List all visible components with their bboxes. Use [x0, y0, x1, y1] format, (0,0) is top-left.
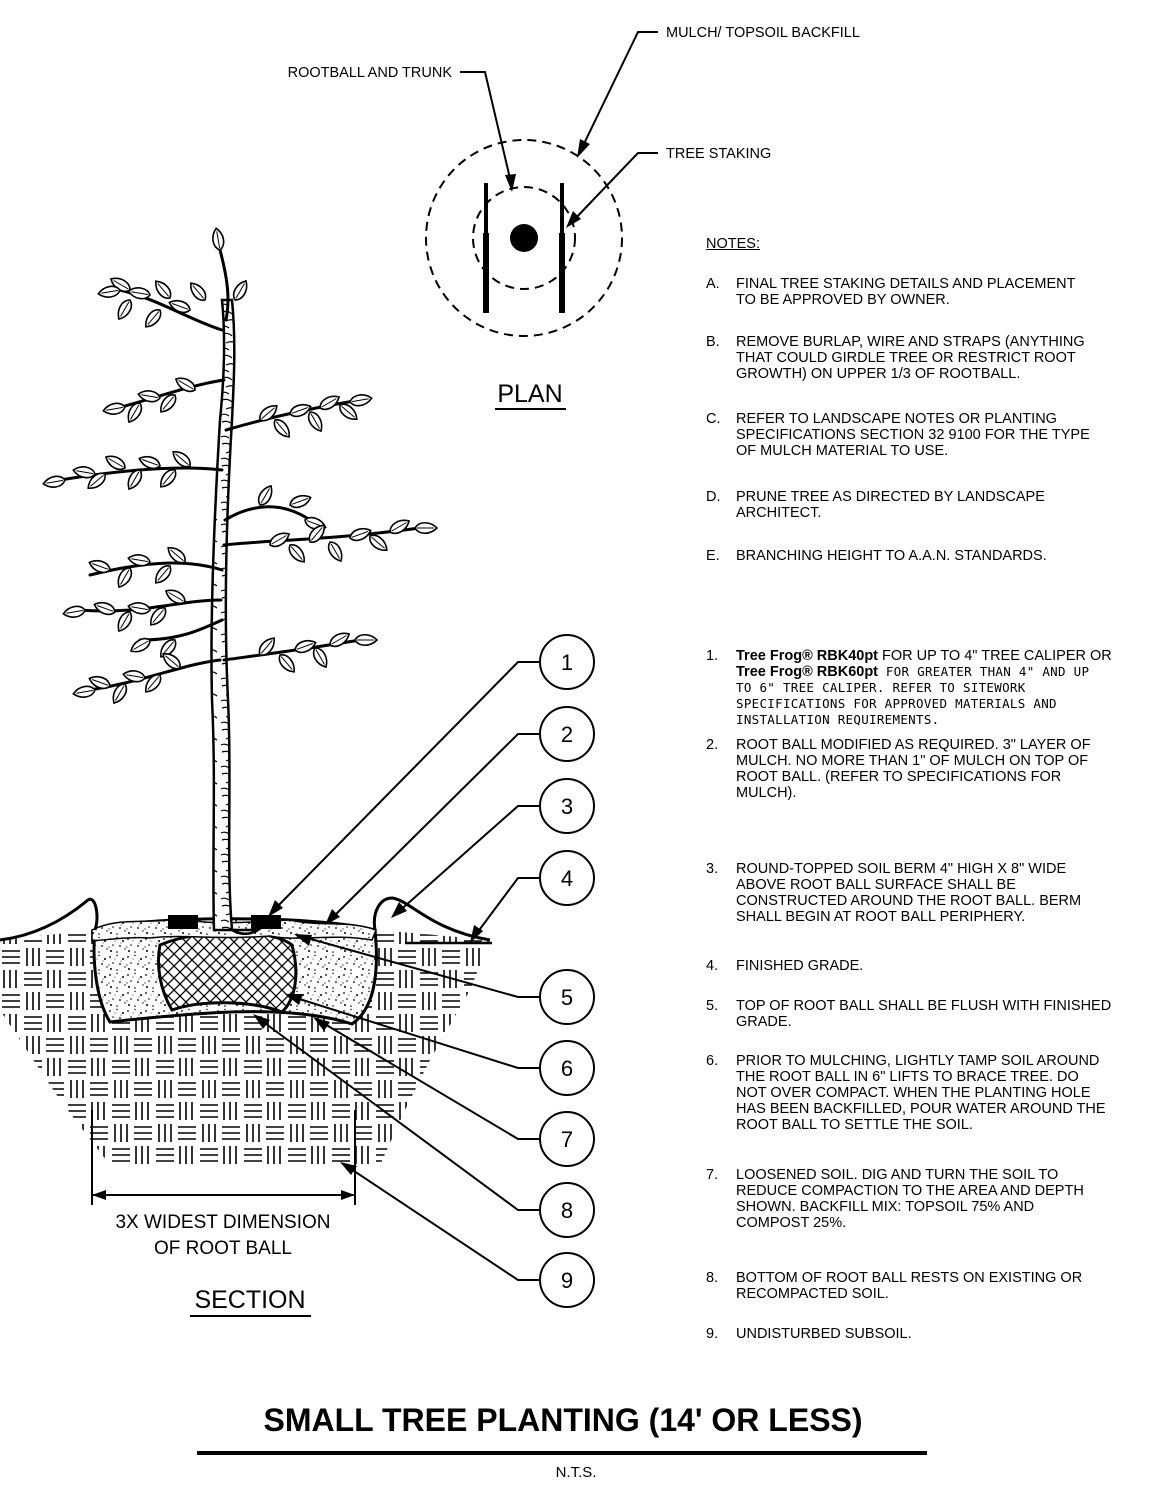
- tree-trunk: [210, 298, 263, 935]
- note-1: 1. Tree Frog® RBK40pt FOR UP TO 4" TREE …: [706, 648, 1112, 728]
- plan-callout-mulch: MULCH/ TOPSOIL BACKFILL: [666, 25, 860, 41]
- section-view: [0, 226, 492, 1205]
- note-key: 5.: [706, 998, 719, 1014]
- dimension-label-line2: OF ROOT BALL: [154, 1238, 292, 1259]
- root-ball: [157, 930, 298, 1014]
- note-text: FINISHED GRADE.: [736, 958, 864, 974]
- note-key: B.: [706, 334, 720, 350]
- note-c: C. REFER TO LANDSCAPE NOTES OR PLANTING …: [706, 411, 1090, 459]
- note-d: D. PRUNE TREE AS DIRECTED BY LANDSCAPE A…: [706, 489, 1045, 521]
- callout-number-3: 3: [561, 794, 573, 819]
- note-text: REMOVE BURLAP, WIRE AND STRAPS (ANYTHING…: [736, 334, 1085, 382]
- note-key: 8.: [706, 1270, 719, 1286]
- tree-stakes: [483, 183, 565, 313]
- note-key: D.: [706, 489, 721, 505]
- note-text: LOOSENED SOIL. DIG AND TURN THE SOIL TO …: [736, 1167, 1084, 1231]
- note-a: A. FINAL TREE STAKING DETAILS AND PLACEM…: [706, 276, 1075, 308]
- trunk-dot: [510, 224, 538, 252]
- note-text: BOTTOM OF ROOT BALL RESTS ON EXISTING OR…: [736, 1270, 1083, 1302]
- note-key: 2.: [706, 737, 719, 753]
- callout-number-5: 5: [561, 985, 573, 1010]
- note-2: 2. ROOT BALL MODIFIED AS REQUIRED. 3" LA…: [706, 737, 1091, 801]
- callout-number-1: 1: [561, 650, 573, 675]
- note-key: 7.: [706, 1167, 719, 1183]
- note-5: 5. TOP OF ROOT BALL SHALL BE FLUSH WITH …: [706, 998, 1111, 1030]
- note-text: ROOT BALL MODIFIED AS REQUIRED. 3" LAYER…: [736, 737, 1091, 801]
- note-key: 1.: [706, 648, 719, 664]
- note-text: REFER TO LANDSCAPE NOTES OR PLANTING SPE…: [736, 411, 1090, 459]
- note-key: 9.: [706, 1326, 719, 1342]
- note-text: Tree Frog® RBK40pt FOR UP TO 4" TREE CAL…: [736, 648, 1112, 728]
- note-key: A.: [706, 276, 720, 292]
- note-text: ROUND-TOPPED SOIL BERM 4" HIGH X 8" WIDE…: [736, 861, 1082, 925]
- dimension-label-line1: 3X WIDEST DIMENSION: [115, 1212, 330, 1233]
- callout-number-4: 4: [561, 866, 573, 891]
- plan-callout-rootball: ROOTBALL AND TRUNK: [288, 65, 453, 81]
- note-3: 3. ROUND-TOPPED SOIL BERM 4" HIGH X 8" W…: [706, 861, 1081, 925]
- finished-grade-line: [0, 896, 491, 942]
- note-text: PRIOR TO MULCHING, LIGHTLY TAMP SOIL ARO…: [736, 1053, 1106, 1133]
- note-text: TOP OF ROOT BALL SHALL BE FLUSH WITH FIN…: [736, 998, 1112, 1030]
- staking-anchor-left: [168, 915, 198, 929]
- note-7: 7. LOOSENED SOIL. DIG AND TURN THE SOIL …: [706, 1167, 1084, 1231]
- note-4: 4. FINISHED GRADE.: [706, 958, 863, 974]
- product-name-rbk40: Tree Frog® RBK40pt: [736, 648, 879, 664]
- note-6: 6. PRIOR TO MULCHING, LIGHTLY TAMP SOIL …: [706, 1053, 1106, 1133]
- note-text: UNDISTURBED SUBSOIL.: [736, 1326, 912, 1342]
- plan-label: PLAN: [497, 380, 562, 408]
- scale-note: N.T.S.: [555, 1464, 597, 1481]
- callout-number-6: 6: [561, 1056, 573, 1081]
- note-key: 3.: [706, 861, 719, 877]
- rootball-ring: [472, 186, 576, 290]
- callout-number-7: 7: [561, 1127, 573, 1152]
- product-name-rbk60: Tree Frog® RBK60pt: [736, 664, 879, 680]
- note-8: 8. BOTTOM OF ROOT BALL RESTS ON EXISTING…: [706, 1270, 1082, 1302]
- note-text: FINAL TREE STAKING DETAILS AND PLACEMENT…: [736, 276, 1076, 308]
- section-callouts: [253, 634, 595, 1308]
- dimension-line: [91, 1110, 356, 1205]
- drawing-title: SMALL TREE PLANTING (14' OR LESS): [263, 1402, 863, 1438]
- callout-number-9: 9: [561, 1268, 573, 1293]
- plan-callout-staking: TREE STAKING: [666, 146, 771, 162]
- note-text: BRANCHING HEIGHT TO A.A.N. STANDARDS.: [736, 548, 1047, 564]
- note-1-text-c: TO 6" TREE CALIPER. REFER TO SITEWORK SP…: [736, 680, 1057, 727]
- note-text: PRUNE TREE AS DIRECTED BY LANDSCAPE ARCH…: [736, 489, 1045, 521]
- notes-heading: NOTES:: [706, 236, 760, 252]
- note-b: B. REMOVE BURLAP, WIRE AND STRAPS (ANYTH…: [706, 334, 1085, 382]
- note-key: 6.: [706, 1053, 719, 1069]
- note-9: 9. UNDISTURBED SUBSOIL.: [706, 1326, 912, 1342]
- note-key: C.: [706, 411, 721, 427]
- note-e: E. BRANCHING HEIGHT TO A.A.N. STANDARDS.: [706, 548, 1047, 564]
- callout-number-2: 2: [561, 722, 573, 747]
- note-1-text-b: FOR GREATER THAN 4" AND UP: [878, 664, 1090, 679]
- mulch-ring: [425, 139, 623, 337]
- plan-view: [425, 31, 658, 337]
- section-label: SECTION: [194, 1286, 305, 1314]
- note-1-text-a: FOR UP TO 4" TREE CALIPER OR: [878, 648, 1112, 664]
- staking-anchor-right: [251, 915, 281, 929]
- note-key: E.: [706, 548, 720, 564]
- callout-number-8: 8: [561, 1198, 573, 1223]
- foliage: [41, 226, 438, 707]
- title-underline: [197, 1451, 927, 1455]
- note-key: 4.: [706, 958, 719, 974]
